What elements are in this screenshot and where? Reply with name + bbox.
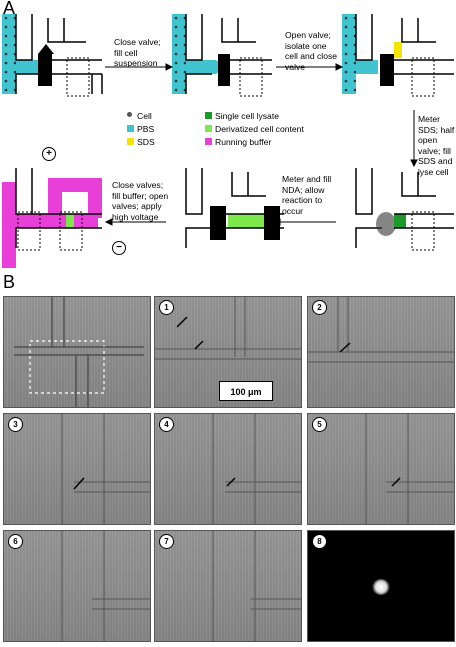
frame-4: 4: [154, 413, 302, 525]
frame-8-number: 8: [312, 534, 327, 549]
step-1-text: Close valve; fill cell suspension: [114, 37, 161, 68]
frame-7: 7: [154, 530, 302, 642]
frame-3: 3: [3, 413, 151, 525]
legend-derivatized: Derivatized cell content: [205, 124, 304, 134]
frame-1-number: 1: [159, 300, 174, 315]
step-2-text: Open valve; isolate one cell and close v…: [285, 30, 338, 72]
scale-bar: 100 μm: [219, 381, 273, 401]
frame-8-fluorescence: 8: [307, 530, 455, 642]
electrode-plus: +: [42, 147, 56, 161]
panel-a-label: A: [3, 0, 16, 18]
electrode-minus: −: [112, 241, 126, 255]
schematic-step6: [2, 168, 102, 268]
cell-swatch: [127, 112, 132, 117]
legend-cell: Cell: [127, 111, 152, 121]
schematic-step3: [342, 14, 454, 97]
frame-6-number: 6: [8, 534, 23, 549]
pbs-swatch: [127, 125, 134, 132]
schematic-step4: [355, 168, 454, 251]
running-buffer-swatch: [205, 138, 212, 145]
panel-b-label: B: [3, 272, 16, 292]
sds-swatch: [127, 138, 134, 145]
schematic-step5: [185, 168, 284, 248]
frame-1: 1 100 μm: [154, 296, 302, 408]
legend-lysate: Single cell lysate: [205, 111, 279, 121]
lysate-swatch: [205, 112, 212, 119]
frame-3-number: 3: [8, 417, 23, 432]
panel-a-schematics: [2, 14, 454, 268]
flow-arrows: [104, 63, 418, 226]
frame-5-number: 5: [312, 417, 327, 432]
legend-running-buffer: Running buffer: [205, 137, 271, 147]
step-3-text: Meter SDS; half open valve; fill SDS and…: [418, 114, 455, 177]
overview-micrograph: [3, 296, 151, 408]
fluorescent-spot: [372, 579, 390, 595]
step-4-text: Meter and fill NDA; allow reaction to oc…: [282, 174, 332, 216]
schematic-step2: [172, 14, 272, 97]
frame-2-number: 2: [312, 300, 327, 315]
frame-7-number: 7: [159, 534, 174, 549]
frame-6: 6: [3, 530, 151, 642]
frame-5: 5: [307, 413, 455, 525]
legend-pbs: PBS: [127, 124, 154, 134]
schematic-step1: [2, 14, 103, 97]
frame-4-number: 4: [159, 417, 174, 432]
step-5-text: Close valves; fill buffer; open valves; …: [112, 180, 169, 222]
derivatized-swatch: [205, 125, 212, 132]
frame-2: 2: [307, 296, 455, 408]
legend-sds: SDS: [127, 137, 155, 147]
